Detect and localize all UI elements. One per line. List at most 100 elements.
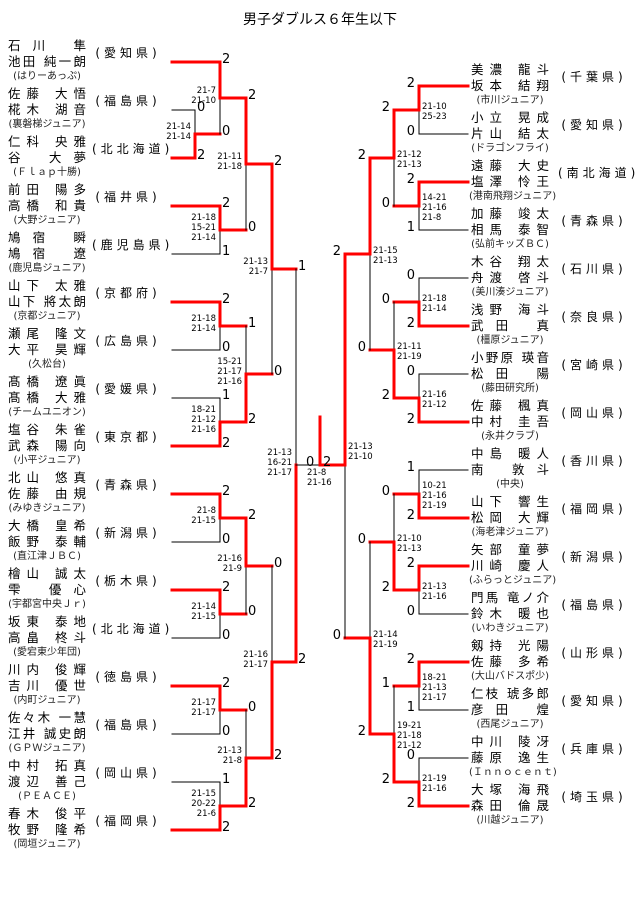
- game-score: 21-16: [307, 478, 332, 488]
- prefecture: (山形県): [561, 646, 627, 660]
- club-name: (鹿児島ジュニア): [8, 263, 86, 274]
- match-points: 1: [406, 220, 415, 235]
- match-points: 1: [222, 772, 231, 787]
- game-score: 21-13: [397, 544, 422, 554]
- player-name: 川内 俊輝: [8, 662, 88, 677]
- game-score: 21-14: [166, 122, 191, 132]
- prefecture: (福島県): [95, 94, 161, 108]
- player-name: 高畠 柊斗: [8, 630, 88, 645]
- player-name: 彦田 煌: [471, 702, 551, 717]
- prefecture: (東京都): [95, 430, 161, 444]
- game-score: 19-21: [397, 721, 422, 731]
- game-score: 21-14: [373, 630, 398, 640]
- game-score: 21-13: [422, 683, 447, 693]
- player-name: 佐藤 由規: [8, 486, 88, 501]
- player-name: 大平 昊輝: [8, 342, 88, 357]
- game-score: 18-21: [422, 673, 447, 683]
- player-name: 木谷 翔太: [471, 254, 551, 269]
- game-score: 21-12: [397, 150, 422, 160]
- game-score: 21-8: [222, 756, 242, 766]
- game-score: 21-13: [422, 582, 447, 592]
- match-points: 0: [406, 124, 415, 139]
- player-name: 佐々木 一慧: [8, 710, 88, 725]
- match-points: 2: [248, 88, 257, 103]
- player-name: 武森 陽向: [8, 438, 88, 453]
- game-score: 21-14: [191, 324, 216, 334]
- player-name: 吉川 優世: [8, 678, 88, 693]
- player-name: 髙橋 遼眞: [8, 374, 88, 389]
- game-score: 21-13: [397, 160, 422, 170]
- game-score: 16-21: [267, 458, 292, 468]
- match-points: 0: [274, 364, 283, 379]
- match-points: 0: [406, 748, 415, 763]
- match-points: 2: [381, 388, 390, 403]
- prefecture: (鹿児島県): [92, 238, 174, 252]
- game-score: 15-21: [217, 357, 242, 367]
- match-points: 2: [197, 148, 206, 163]
- club-name: (みゆきジュニア): [8, 503, 86, 514]
- game-score: 21-10: [191, 96, 216, 106]
- match-points: 2: [406, 316, 415, 331]
- game-score: 14-21: [422, 193, 447, 203]
- player-name: 佐藤 多希: [471, 654, 551, 669]
- match-points: 0: [248, 604, 257, 619]
- prefecture: (香川県): [561, 454, 627, 468]
- player-name: 中村 圭吾: [471, 414, 551, 429]
- match-points: 2: [222, 292, 231, 307]
- match-points: 0: [406, 604, 415, 619]
- player-name: 渡辺 善己: [8, 774, 88, 789]
- player-name: 檜山 誠太: [8, 566, 88, 581]
- player-name: 塩澤 怜王: [471, 174, 551, 189]
- game-score: 21-18: [422, 294, 447, 304]
- player-name: 門馬 竜ノ介: [471, 590, 551, 605]
- match-points: 0: [306, 455, 315, 470]
- match-points: 2: [274, 154, 283, 169]
- player-name: 谷 大夢: [8, 150, 88, 165]
- club-name: (川越ジュニア): [476, 815, 544, 826]
- match-points: 2: [381, 580, 390, 595]
- game-score: 21-16: [422, 491, 447, 501]
- club-name: (永井クラブ): [481, 431, 539, 442]
- player-name: 片山 結太: [471, 126, 551, 141]
- match-points: 1: [222, 244, 231, 259]
- game-score: 21-16: [191, 425, 216, 435]
- game-score: 21-12: [191, 415, 216, 425]
- game-score: 21-16: [422, 592, 447, 602]
- match-points: 2: [381, 100, 390, 115]
- game-score: 21-13: [373, 256, 398, 266]
- match-points: 2: [332, 244, 341, 259]
- match-points: 0: [357, 532, 366, 547]
- player-name: 佐藤 大悟: [8, 86, 88, 101]
- player-name: 浅野 海斗: [471, 302, 551, 317]
- club-name: (市川ジュニア): [476, 95, 544, 106]
- match-points: 2: [222, 676, 231, 691]
- match-points: 2: [406, 508, 415, 523]
- player-name: 大橋 皇希: [8, 518, 88, 533]
- game-score: 21-9: [222, 564, 242, 574]
- club-name: (大野ジュニア): [13, 215, 81, 226]
- club-name: (藤田研究所): [481, 383, 539, 394]
- prefecture: (栃木県): [95, 574, 161, 588]
- game-score: 21-13: [243, 257, 268, 267]
- match-points: 2: [222, 484, 231, 499]
- game-score: 21-13: [217, 746, 242, 756]
- match-points: 2: [222, 196, 231, 211]
- match-points: 2: [406, 796, 415, 811]
- prefecture: (新潟県): [561, 550, 627, 564]
- player-name: 山下 將太朗: [8, 294, 88, 309]
- match-points: 0: [197, 100, 206, 115]
- player-name: 武田 真: [471, 318, 551, 333]
- player-name: 中村 拓真: [8, 758, 88, 773]
- game-score: 21-13: [267, 448, 292, 458]
- game-score: 18-21: [191, 405, 216, 415]
